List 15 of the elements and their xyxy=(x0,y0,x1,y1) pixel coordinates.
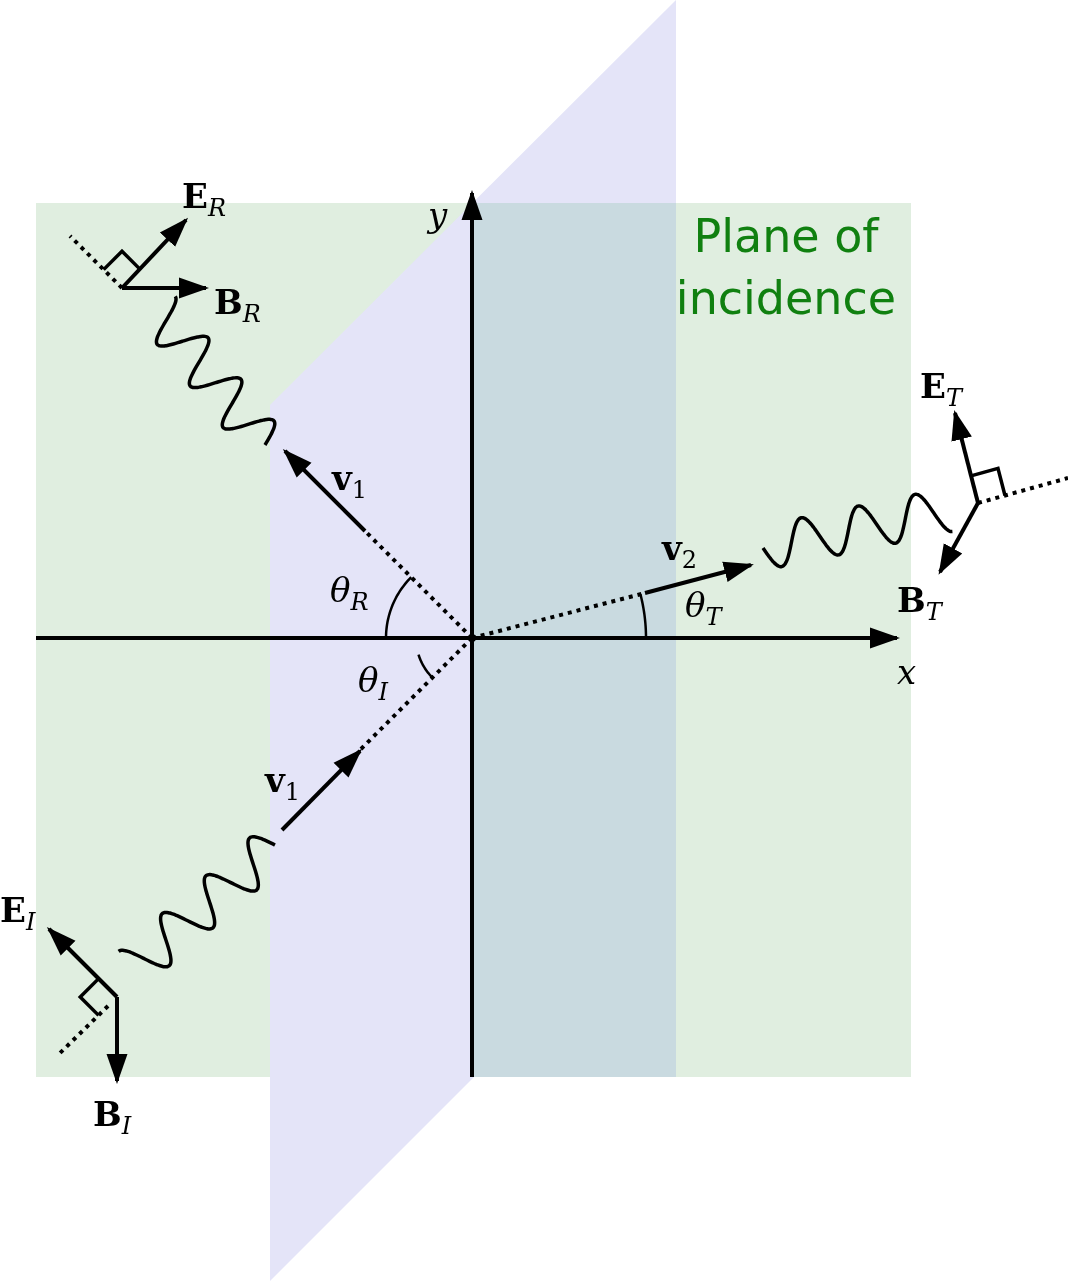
plane-label: Plane of incidence xyxy=(674,208,898,327)
math-symbol: θ$_{T}$ xyxy=(685,585,722,633)
vector-label: B$_{T}$ xyxy=(897,580,942,628)
vector-label: B$_{R}$ xyxy=(214,282,261,330)
math-symbol: θ$_{R}$ xyxy=(330,570,369,618)
math-symbol: y xyxy=(428,195,448,235)
math-symbol: θ$_{I}$ xyxy=(358,660,388,708)
vector-label: E$_{R}$ xyxy=(182,176,226,224)
math-symbol: x xyxy=(897,652,917,692)
vector-label: E$_{I}$ xyxy=(0,890,36,938)
vector-label: E$_{T}$ xyxy=(920,366,962,414)
vector-label: v$_{2}$ xyxy=(662,528,698,576)
vector-label: v$_{1}$ xyxy=(332,458,368,506)
vector-label: B$_{I}$ xyxy=(93,1094,132,1142)
vector-label: v$_{1}$ xyxy=(265,760,301,808)
